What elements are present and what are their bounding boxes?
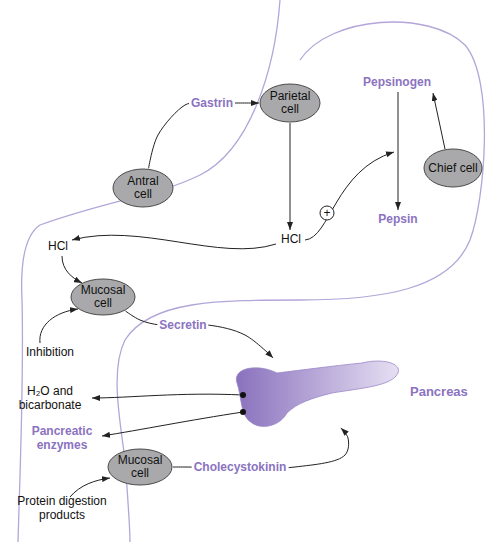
plus-sign: +	[323, 206, 330, 220]
hormone-connector	[149, 103, 259, 169]
hormone-label: Secretin	[157, 318, 208, 332]
pepsin-arrow	[398, 92, 399, 210]
cell-text-box: Parietal cell	[259, 83, 321, 123]
cell-ellipse	[113, 169, 173, 207]
cell-ellipse	[260, 84, 320, 122]
note-label: Protein digestion products	[8, 494, 116, 522]
cell-name: Mucosal cell	[78, 284, 128, 310]
cell-name: Antral cell	[118, 175, 168, 201]
duct-dot	[240, 409, 246, 415]
cell-text-box: Chief cell	[423, 148, 483, 188]
cell-text-box: Antral cell	[112, 168, 174, 208]
pancreas-organ: Pancreas	[232, 358, 400, 428]
chief-cell: Chief cell	[423, 148, 483, 188]
cell-text-box: Mucosal cell	[70, 278, 136, 316]
mucosal-cell: Mucosal cell	[107, 448, 173, 486]
activation-arrow	[305, 152, 394, 240]
hormone-label: Cholecystokinin	[192, 460, 289, 474]
cell-name: Chief cell	[428, 162, 478, 175]
stomach-outline	[40, 0, 280, 225]
pancreas-shape	[236, 361, 398, 426]
plus-circle	[320, 206, 334, 220]
hormone-label: Gastrin	[189, 96, 235, 110]
hormone-connector	[125, 311, 273, 358]
organ-label: Pancreas	[410, 384, 468, 399]
cell-name: Mucosal cell	[115, 454, 165, 480]
secretion-label: H₂O and bicarbonate	[12, 384, 88, 412]
cell-ellipse	[108, 449, 172, 485]
antral-cell: Antral cell	[112, 168, 174, 208]
node-outline	[232, 358, 400, 428]
cell-name: Parietal cell	[265, 90, 315, 116]
parietal-cell: Parietal cell	[259, 83, 321, 123]
duct-dot	[240, 392, 246, 398]
enzyme-label: Pepsin	[378, 212, 417, 226]
hcl-arrow	[290, 123, 291, 230]
note-label: Inhibition	[26, 345, 74, 359]
inhibition-arrow	[40, 309, 78, 343]
stomach-outline	[117, 22, 484, 542]
hcl-flow-arrow	[72, 235, 276, 249]
hormone-label: Pepsinogen	[363, 75, 431, 89]
cell-ellipse	[71, 279, 135, 315]
enzyme-label: Pancreatic enzymes	[22, 424, 102, 452]
bicarbonate-arrow	[92, 394, 243, 398]
acid-label: HCl	[48, 239, 68, 253]
enzyme-arrow	[102, 412, 243, 436]
pepsinogen-arrow	[433, 93, 445, 149]
acid-label: HCl	[281, 232, 301, 246]
hormone-connector	[173, 428, 349, 469]
mucosal-cell: Mucosal cell	[70, 278, 136, 316]
cell-ellipse	[424, 149, 482, 187]
cell-text-box: Mucosal cell	[107, 448, 173, 486]
hcl-mucosal-arrow	[62, 256, 82, 283]
